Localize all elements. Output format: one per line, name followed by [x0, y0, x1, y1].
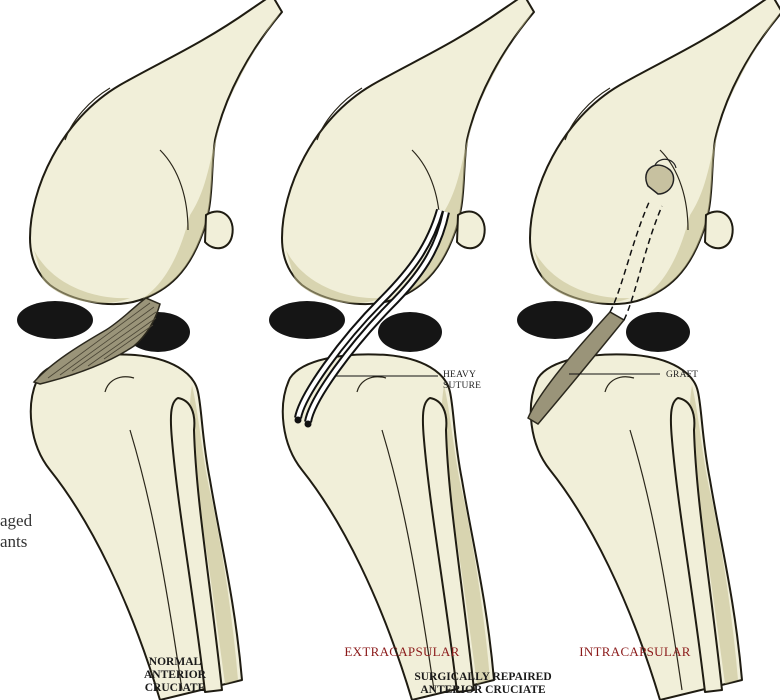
caption-intracapsular: INTRACAPSULAR	[560, 645, 710, 658]
knee-intracapsular	[517, 0, 780, 700]
knee-normal	[17, 0, 282, 700]
cropped-text-fragment: aged ants	[0, 510, 32, 552]
graft-label: GRAFT	[666, 370, 698, 381]
heavy-suture-label: HEAVY SUTURE	[443, 370, 481, 392]
knee-extracapsular	[269, 0, 534, 700]
caption-normal: NORMAL ANTERIOR CRUCIATE	[120, 656, 230, 695]
caption-extracapsular: EXTRACAPSULAR	[322, 645, 482, 658]
caption-surgically-repaired: SURGICALLY REPAIRED ANTERIOR CRUCIATE	[388, 671, 578, 697]
